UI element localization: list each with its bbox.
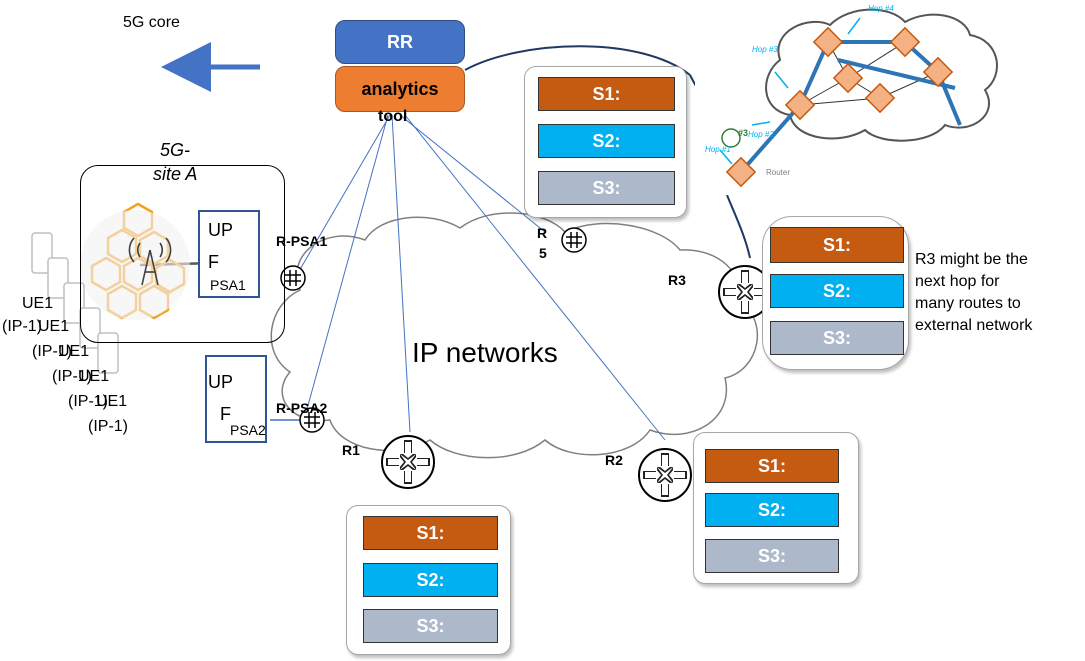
service-panel-r3: S1: S2: S3: — [762, 216, 909, 370]
core-label: 5G core — [123, 14, 180, 31]
service-s3: S3: — [538, 171, 675, 205]
tool-label: tool — [378, 108, 408, 125]
r3-label: R3 — [668, 272, 686, 288]
site-title-line2: site A — [153, 164, 198, 184]
r5-label-line2: 5 — [539, 245, 547, 261]
rr-box: RR — [335, 20, 465, 64]
cellular-tower-icon — [128, 237, 172, 286]
upf-psa2 — [205, 355, 267, 443]
r3-note: R3 might be the next hop for many routes… — [915, 249, 1032, 337]
service-s1: S1: — [538, 77, 675, 111]
r3-link — [726, 194, 751, 259]
ue-name: UE1 — [22, 295, 54, 312]
inset-hop3: Hop #3 — [752, 45, 778, 54]
analytics-box: analytics — [335, 66, 465, 112]
upf-psa1 — [198, 210, 260, 298]
ue-ip: (IP-1) — [52, 368, 92, 385]
rr-label: RR — [387, 31, 413, 52]
service-panel-r1: S1: S2: S3: — [346, 505, 511, 655]
router-icon — [561, 227, 587, 253]
cloud-label: IP networks — [412, 337, 558, 368]
service-s3: S3: — [705, 539, 839, 573]
inset-network-map — [695, 5, 1085, 195]
r-psa2-label: R-PSA2 — [276, 400, 328, 416]
service-s3: S3: — [770, 321, 904, 355]
ue-ip: (IP-1) — [88, 418, 128, 435]
inset-hop1: Hop #1 — [705, 145, 731, 154]
ue-ip: (IP-1) — [68, 393, 108, 410]
site-title-line1: 5G- — [160, 140, 191, 160]
note-line-3: many routes to — [915, 295, 1021, 312]
upf1-line1: UP — [208, 220, 234, 240]
r5-label-line1: R — [537, 225, 548, 241]
upf1-psa: PSA1 — [210, 277, 246, 293]
ue-name: UE1 — [78, 368, 110, 385]
note-line-4: external network — [915, 317, 1033, 334]
router-icon — [381, 435, 435, 489]
ue-name: UE1 — [38, 318, 70, 335]
note-line-2: next hop for — [915, 273, 1000, 290]
ue-ip: (IP-1) — [32, 343, 72, 360]
r1-label: R1 — [342, 442, 360, 458]
inset-hop4: Hop #4 — [868, 4, 894, 13]
upf2-psa: PSA2 — [230, 422, 266, 438]
service-panel-r5: S1: S2: S3: — [524, 66, 687, 218]
ue-ip: (IP-1) — [2, 318, 42, 335]
note-line-1: R3 might be the — [915, 251, 1028, 268]
inset-badge: #3 — [738, 128, 749, 138]
ue-name: UE1 — [58, 343, 90, 360]
site-a-frame — [80, 165, 285, 343]
upf2-line1: UP — [208, 372, 234, 392]
service-s1: S1: — [705, 449, 839, 483]
phone-icon — [31, 232, 119, 374]
inset-hop2: Hop #2 — [748, 130, 774, 139]
control-links — [294, 114, 666, 441]
router-icon — [638, 448, 692, 502]
service-s3: S3: — [363, 609, 498, 643]
upf2-line2: F — [220, 404, 231, 424]
service-s2: S2: — [705, 493, 839, 527]
service-s2: S2: — [363, 563, 498, 597]
service-s1: S1: — [363, 516, 498, 550]
service-s2: S2: — [538, 124, 675, 158]
r-psa1-label: R-PSA1 — [276, 233, 328, 249]
ue-name: UE1 — [96, 393, 128, 410]
analytics-label: analytics — [361, 78, 439, 99]
rr-link — [464, 45, 691, 76]
service-s2: S2: — [770, 274, 904, 308]
service-panel-r2: S1: S2: S3: — [693, 432, 859, 584]
service-s1: S1: — [770, 227, 904, 263]
ip-cloud — [270, 212, 759, 459]
r2-label: R2 — [605, 452, 623, 468]
inset-router-text: Router — [766, 168, 791, 177]
upf1-line2: F — [208, 252, 219, 272]
